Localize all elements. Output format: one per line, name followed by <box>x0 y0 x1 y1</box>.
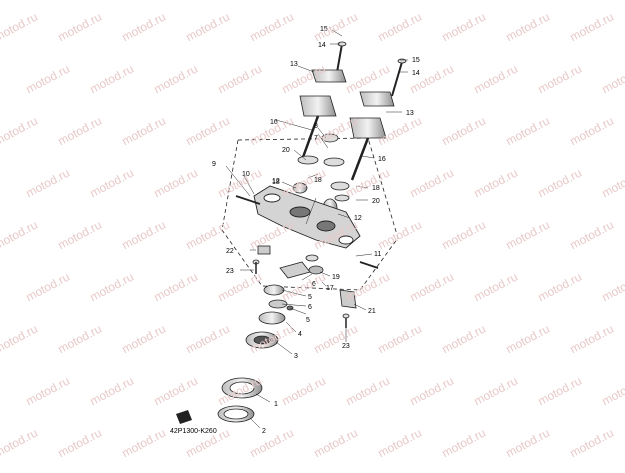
handlebar-holder-right <box>321 58 407 218</box>
clamp-right <box>339 289 357 328</box>
callout-17: 17 <box>326 285 334 292</box>
upper-bracket <box>235 185 379 269</box>
callout-13a: 13 <box>290 61 298 68</box>
callout-15a: 15 <box>320 26 328 33</box>
callout-2: 2 <box>262 428 266 435</box>
callout-11b: 11 <box>374 251 381 258</box>
callout-11a: 10 <box>242 171 250 178</box>
diagram-code: 42P1300-K260 <box>170 428 217 435</box>
stem-parts <box>217 254 324 423</box>
callout-4: 4 <box>298 331 302 338</box>
callout-18c: 18 <box>372 185 380 192</box>
callout-14b: 14 <box>412 70 420 77</box>
callout-20a: 20 <box>282 147 290 154</box>
callout-18b: 18 <box>314 177 322 184</box>
handlebar-holder-left <box>292 41 347 194</box>
callout-7: 6 <box>312 281 316 288</box>
callout-14a: 14 <box>318 42 326 49</box>
callout-3: 3 <box>294 353 298 360</box>
callout-8: 7 <box>314 135 318 142</box>
callout-6: 6 <box>308 304 312 311</box>
callout-12b: 12 <box>354 215 362 222</box>
callout-20b: 20 <box>372 198 380 205</box>
callout-12a: 12 <box>272 178 280 185</box>
callout-5a: 5 <box>308 294 312 301</box>
callout-22: 22 <box>226 248 234 255</box>
note-icon <box>176 410 192 424</box>
callouts: 15 14 13 16 9 10 20 18 8 7 18 12 15 14 1… <box>212 26 420 435</box>
callout-15b: 15 <box>412 57 420 64</box>
callout-18a: 18 <box>272 179 280 186</box>
callout-1: 1 <box>274 401 278 408</box>
clamp-left <box>252 245 271 274</box>
callout-10: 9 <box>212 161 216 168</box>
callout-9: 8 <box>314 123 318 130</box>
leader-lines <box>225 29 408 429</box>
callout-19: 19 <box>332 274 340 281</box>
callout-16b: 16 <box>378 156 386 163</box>
callout-23b: 23 <box>342 343 350 350</box>
callout-5b: 5 <box>306 317 310 324</box>
callout-13b: 13 <box>406 110 414 117</box>
callout-23a: 23 <box>226 268 234 275</box>
callout-21: 21 <box>368 308 376 315</box>
callout-16a: 16 <box>270 119 278 126</box>
dashed-outline <box>221 137 399 291</box>
